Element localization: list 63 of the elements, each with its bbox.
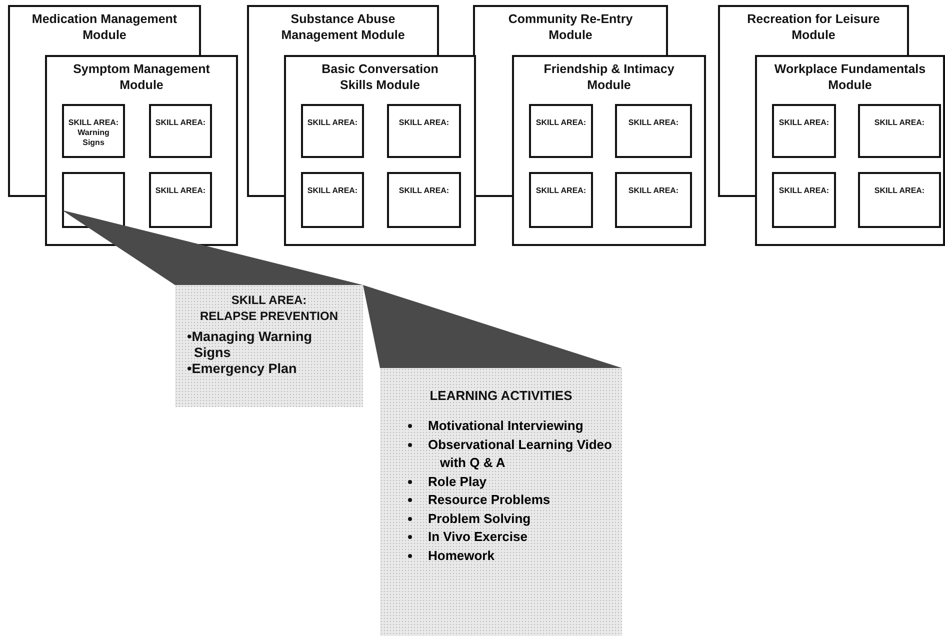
module-title: Medication Management Module [30,11,178,43]
module-title: Community Re-Entry Module [507,11,634,43]
module-title: Symptom Management Module [72,61,211,93]
skill-area-box [62,104,125,158]
skill-area-name: Warning Signs [76,128,110,148]
skill-area-label: SKILL AREA: [67,118,120,128]
skill-area-box [615,104,692,158]
skill-area-box [615,172,692,228]
panel-heading: RELAPSE PREVENTION [198,309,340,324]
skill-area-label: SKILL AREA: [398,118,450,128]
skill-area-box [301,104,364,158]
skill-area-box [387,104,461,158]
skill-area-label: SKILL AREA: [873,186,926,196]
zoom-wedge [62,210,363,285]
skill-area-label: SKILL AREA: [154,118,207,128]
skill-area-label: SKILL AREA: [398,186,450,196]
module-title: Substance Abuse Management Module [280,11,406,43]
skill-area-label: SKILL AREA: [627,186,680,196]
skill-item: •Emergency Plan [187,361,298,377]
activity-item: In Vivo Exercise [428,528,528,546]
skill-area-label: SKILL AREA: [778,186,830,196]
zoom-wedge [363,285,622,368]
module-box [473,5,668,55]
module-box [512,55,706,246]
skill-area-box [149,172,212,228]
activity-item: Motivational Interviewing [428,417,584,435]
activity-item: Observational Learning Video with Q & A [428,436,612,472]
skill-item: •Managing Warning Signs [187,329,313,361]
activity-item: Role Play [428,472,487,491]
skill-area-label: SKILL AREA: [306,186,359,196]
module-title: Friendship & Intimacy Module [542,61,676,93]
skill-area-box [772,104,836,158]
module-box [718,5,909,55]
module-box [284,55,476,246]
panel-heading: LEARNING ACTIVITIES [428,388,574,403]
skill-area-box [772,172,836,228]
detail-panel [380,368,622,636]
skill-area-label: SKILL AREA: [154,186,207,196]
skill-area-label: SKILL AREA: [306,118,359,128]
skill-area-label: SKILL AREA: [534,186,588,196]
module-box [45,55,238,246]
skill-area-box [529,104,593,158]
skill-area-box [858,104,941,158]
skill-area-box [149,104,212,158]
skill-area-box [858,172,941,228]
module-title: Recreation for Leisure Module [746,11,881,43]
skill-area-box [301,172,364,228]
module-box [755,55,945,246]
activity-item: Homework [428,546,494,564]
module-title: Workplace Fundamentals Module [773,61,927,93]
skill-area-label: SKILL AREA: [627,118,680,128]
module-box [247,5,439,55]
panel-heading: SKILL AREA: [230,293,308,308]
skill-area-label: SKILL AREA: [778,118,830,128]
skill-area-label: SKILL AREA: [873,118,926,128]
skill-area-box [387,172,461,228]
skill-area-box [529,172,593,228]
activity-item: Problem Solving [428,510,531,528]
detail-panel [175,285,363,407]
module-box [8,5,201,55]
skill-area-label: SKILL AREA: [534,118,588,128]
module-title: Basic Conversation Skills Module [320,61,440,93]
activity-item: Resource Problems [428,491,550,509]
